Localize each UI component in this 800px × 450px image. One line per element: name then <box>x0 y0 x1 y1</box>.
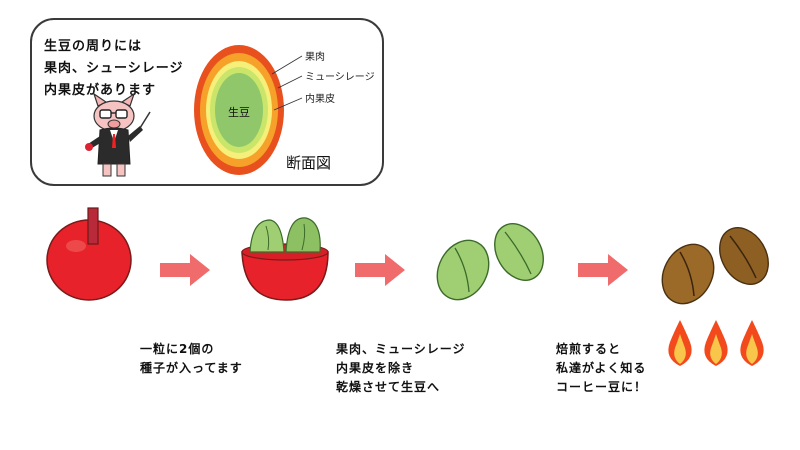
split-cherry-icon <box>241 217 329 301</box>
intro-line: 生豆の周りには <box>44 39 143 54</box>
arrow-2-icon <box>355 254 405 286</box>
caption-line: 種子が入ってます <box>140 361 243 375</box>
arrow-1-icon <box>160 254 210 286</box>
coffee-cherry-icon <box>46 207 132 301</box>
intro-line: 果肉、シューシレージ <box>44 61 184 76</box>
leader-lines <box>271 55 303 111</box>
center-label: 生豆 <box>228 106 250 119</box>
step-3-caption: 焙煎すると 私達がよく知る コーヒー豆に！ <box>556 340 647 397</box>
cross-section-bean <box>215 73 263 147</box>
caption-line: 私達がよく知る <box>556 361 647 375</box>
flame-icon <box>704 320 728 366</box>
arrow-3-icon <box>578 254 628 286</box>
caption-line: 内果皮を除き <box>336 361 415 375</box>
flame-icon <box>668 320 692 366</box>
cross-section-diagram <box>194 45 284 175</box>
step-1-caption: 一粒に2個の 種子が入ってます <box>140 340 243 378</box>
caption-line: 果肉、ミューシレージ <box>336 342 466 356</box>
caption-line: 一粒に2個の <box>140 342 215 356</box>
green-beans-icon <box>436 223 544 301</box>
pig-mascot-icon <box>85 92 151 177</box>
layer-label-flesh: 果肉 <box>305 52 325 63</box>
flame-icon <box>740 320 764 366</box>
caption-line: 乾燥させて生豆へ <box>336 380 441 394</box>
cross-section-title: 断面図 <box>286 154 332 172</box>
intro-text: 生豆の周りには 果肉、シューシレージ 内果皮があります <box>44 36 183 102</box>
roasted-beans-icon <box>661 227 769 305</box>
flames-icon <box>668 320 764 366</box>
intro-line: 内果皮があります <box>44 83 157 98</box>
layer-label-mucilage: ミューシレージ <box>305 72 375 83</box>
caption-line: 焙煎すると <box>556 342 622 356</box>
info-box: 生豆の周りには 果肉、シューシレージ 内果皮があります <box>30 18 384 186</box>
layer-label-parchment: 内果皮 <box>305 94 335 105</box>
step-2-caption: 果肉、ミューシレージ 内果皮を除き 乾燥させて生豆へ <box>336 340 466 397</box>
caption-line: コーヒー豆に！ <box>556 380 648 394</box>
